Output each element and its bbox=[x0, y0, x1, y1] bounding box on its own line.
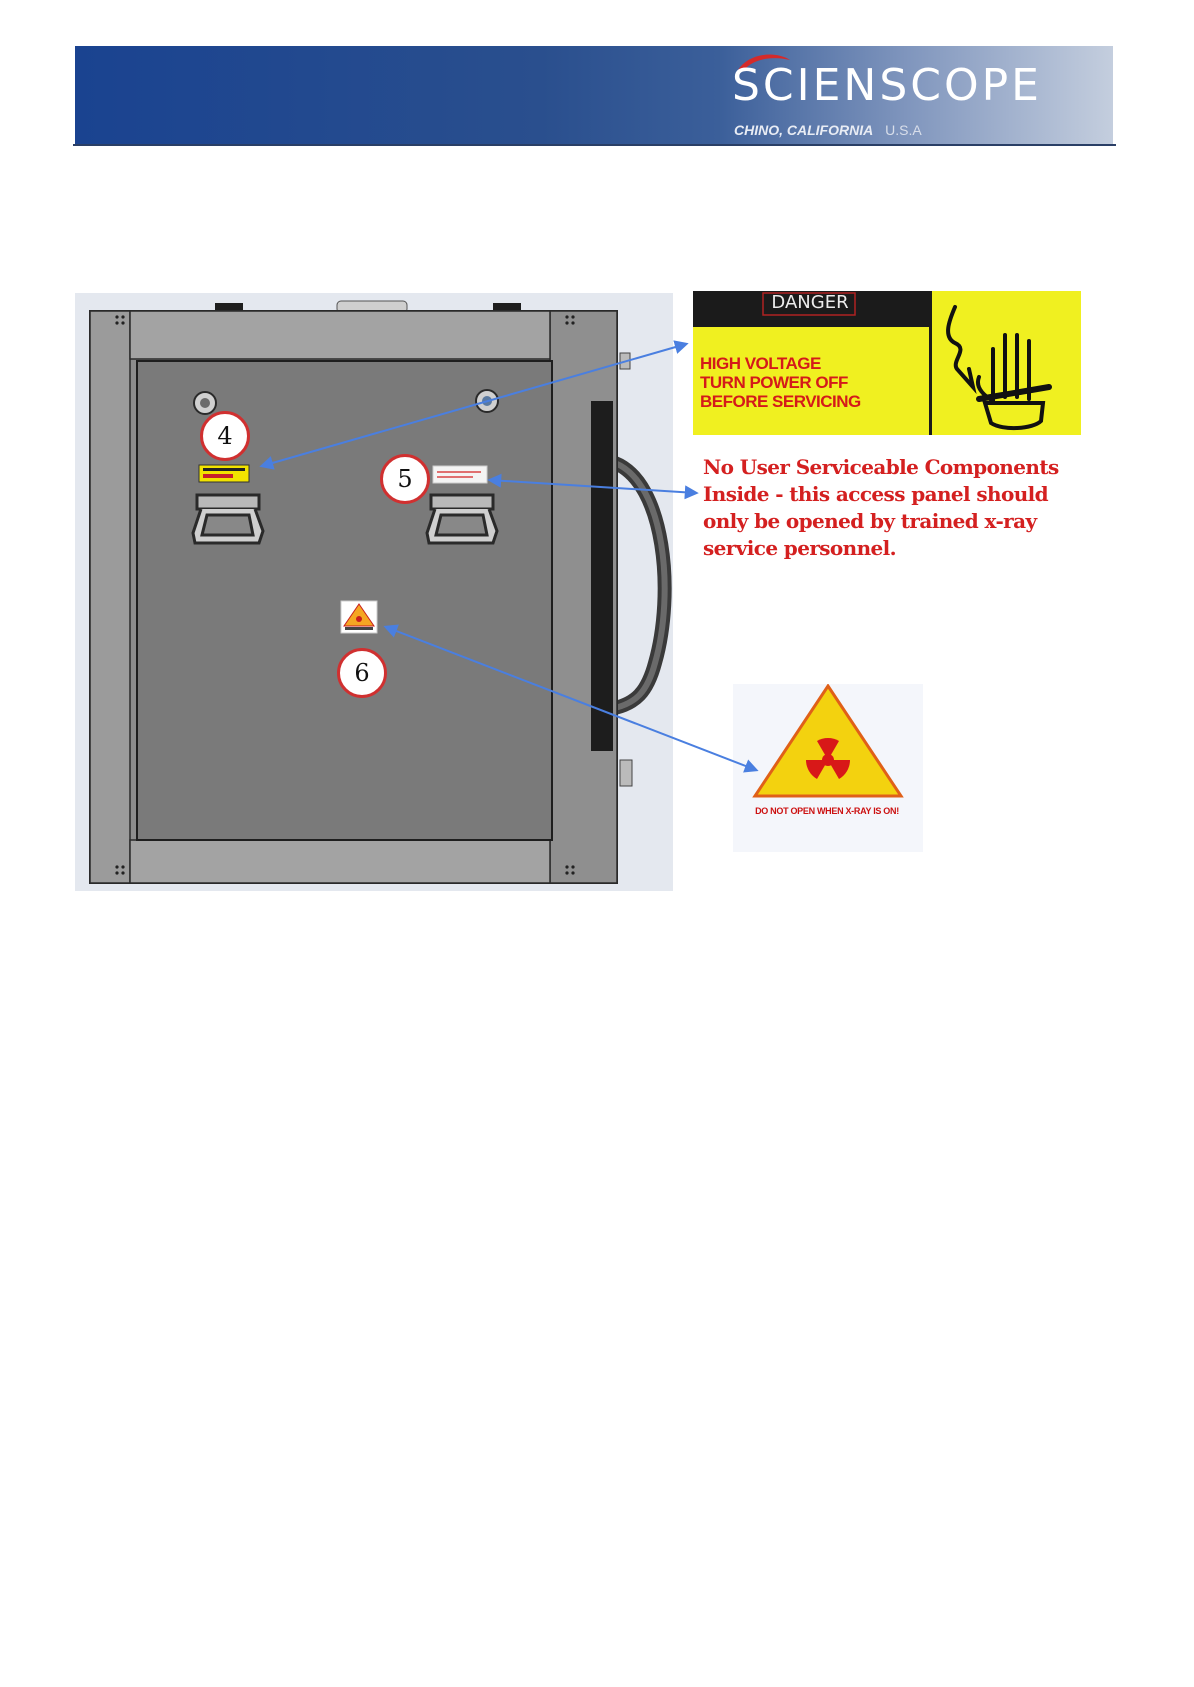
header-rule bbox=[73, 144, 1116, 146]
danger-line-2: TURN POWER OFF bbox=[700, 373, 920, 392]
radiation-sign bbox=[733, 684, 923, 852]
callout-6: 6 bbox=[337, 648, 387, 698]
side-handle bbox=[615, 463, 665, 708]
callout-5: 5 bbox=[380, 454, 430, 504]
danger-line-3: BEFORE SERVICING bbox=[700, 392, 920, 411]
brand-name: SCIENSCOPE bbox=[732, 60, 1092, 112]
brand-location: CHINO, CALIFORNIA U.S.A bbox=[734, 121, 922, 139]
notice-line-3: only be opened by trained x-ray bbox=[703, 508, 1113, 535]
brand-location-country: U.S.A bbox=[885, 122, 922, 138]
panel-label-notice bbox=[433, 466, 487, 483]
side-slot bbox=[591, 401, 613, 751]
service-notice: No User Serviceable Components Inside - … bbox=[703, 454, 1113, 562]
danger-heading: DANGER bbox=[765, 293, 855, 313]
panel-label-high-voltage bbox=[199, 465, 249, 482]
panel-handle-left bbox=[193, 495, 263, 543]
machine-rear-view-drawing bbox=[75, 293, 673, 891]
radiation-caption: DO NOT OPEN WHEN X-RAY IS ON! bbox=[748, 806, 906, 816]
notice-line-4: service personnel. bbox=[703, 535, 1113, 562]
brand-location-city: CHINO, CALIFORNIA bbox=[734, 122, 873, 138]
danger-line-1: HIGH VOLTAGE bbox=[700, 354, 920, 373]
danger-message: HIGH VOLTAGE TURN POWER OFF BEFORE SERVI… bbox=[700, 354, 920, 411]
callout-4: 4 bbox=[200, 411, 250, 461]
notice-line-1: No User Serviceable Components bbox=[703, 454, 1113, 481]
notice-line-2: Inside - this access panel should bbox=[703, 481, 1113, 508]
panel-handle-right bbox=[427, 495, 497, 543]
